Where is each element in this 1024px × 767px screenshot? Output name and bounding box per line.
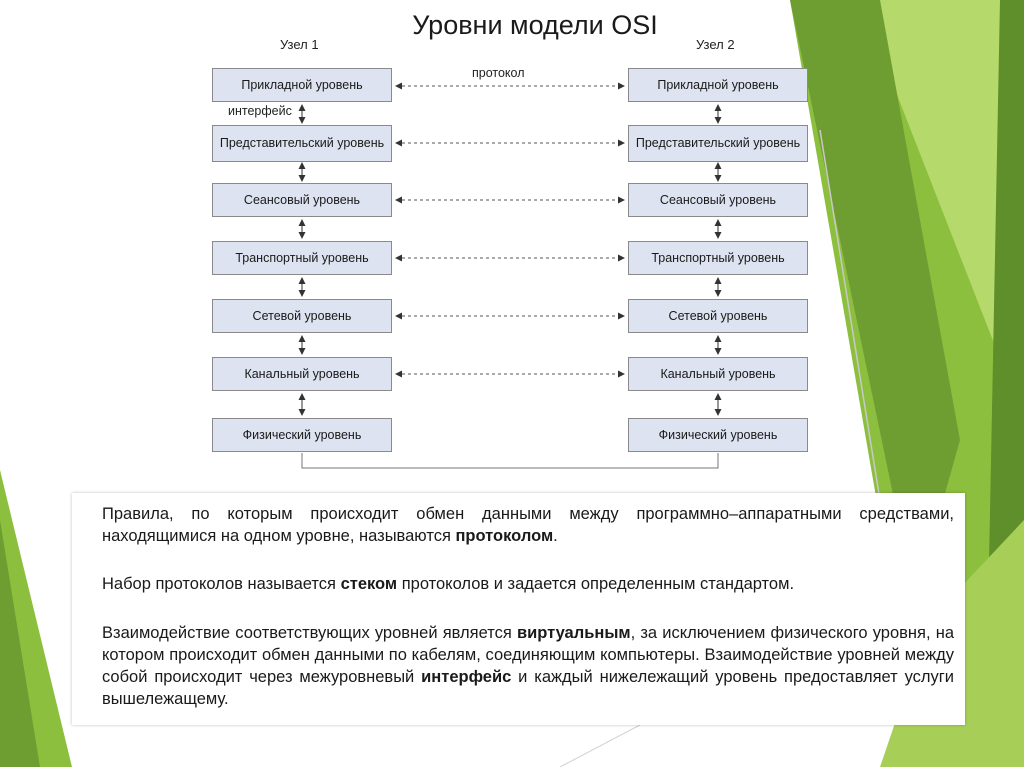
protocol-label: протокол [470,66,527,80]
node-2-label: Узел 2 [696,37,735,52]
paragraph-interaction: Взаимодействие соответствующих уровней я… [102,622,954,710]
node1-layer-presentation: Представительский уровень [212,125,392,162]
paragraph-stack: Набор протоколов называется стеком прото… [102,573,954,595]
node-1-label: Узел 1 [280,37,319,52]
node1-layer-session: Сеансовый уровень [212,183,392,217]
node1-layer-application: Прикладной уровень [212,68,392,102]
p2-bold-stack: стеком [341,575,398,593]
node1-layer-transport: Транспортный уровень [212,241,392,275]
node1-layer-datalink: Канальный уровень [212,357,392,391]
node2-layer-presentation: Представительский уровень [628,125,808,162]
interface-label: интерфейс [226,104,294,118]
node2-layer-transport: Транспортный уровень [628,241,808,275]
node2-layer-datalink: Канальный уровень [628,357,808,391]
p3-text: Взаимодействие соответствующих уровней я… [102,624,517,642]
node2-layer-session: Сеансовый уровень [628,183,808,217]
paragraph-protocol: Правила, по которым происходит обмен дан… [102,503,954,547]
p3-bold-interface: интерфейс [421,668,511,686]
p1-end: . [553,527,558,545]
p3-bold-virtual: виртуальным [517,624,631,642]
node2-layer-physical: Физический уровень [628,418,808,452]
p2-text: Набор протоколов называется [102,575,341,593]
node2-layer-network: Сетевой уровень [628,299,808,333]
node1-layer-network: Сетевой уровень [212,299,392,333]
text-panel: Правила, по которым происходит обмен дан… [72,493,965,725]
p1-bold-protocol: протоколом [455,527,553,545]
node1-layer-physical: Физический уровень [212,418,392,452]
node2-layer-application: Прикладной уровень [628,68,808,102]
p2-end: протоколов и задается определенным станд… [397,575,794,593]
